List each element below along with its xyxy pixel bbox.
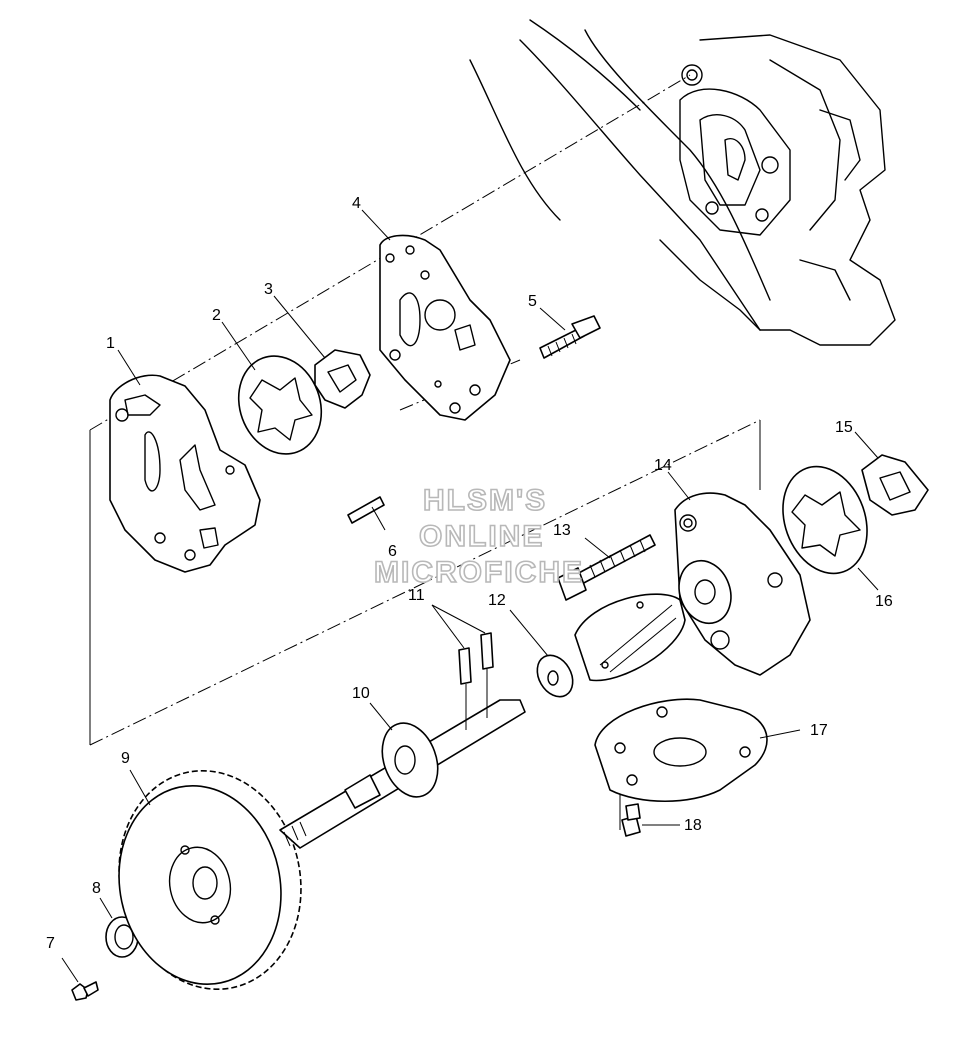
part-9-drive-gear [118,769,302,991]
callout-2: 2 [212,307,221,324]
callout-1: 1 [106,335,115,352]
part-2-outer-rotor [237,355,323,455]
callout-15: 15 [835,419,853,436]
part-10-shaft [279,699,526,849]
callout-18: 18 [684,817,702,834]
part-7-bolt [71,981,99,1001]
watermark-line-2: ONLINE [419,520,544,553]
callout-9: 9 [121,750,130,767]
callout-14: 14 [654,457,672,474]
watermark-line-3: MICROFICHE [374,556,584,589]
engine-case [469,19,896,346]
watermark-line-1: HLSM'S [423,484,547,517]
part-5-screw [539,315,601,359]
callout-16: 16 [875,593,893,610]
callout-4: 4 [352,195,361,212]
callout-leaders [61,209,879,983]
part-14-pump-body [574,492,811,682]
part-12-washer [536,654,574,698]
callout-11: 11 [408,587,425,604]
part-3-inner-rotor [314,349,371,409]
callout-3: 3 [264,281,273,298]
callout-numbers: 1 2 3 4 5 6 7 8 9 10 11 12 13 14 15 16 1… [46,195,893,952]
callout-10: 10 [352,685,370,702]
watermark: HLSM'S ONLINE MICROFICHE [373,483,584,590]
part-18-screw [621,803,641,837]
callout-17: 17 [810,722,828,739]
callout-8: 8 [92,880,101,897]
callout-12: 12 [488,592,506,609]
part-17-cover-plate [594,698,768,802]
callout-7: 7 [46,935,55,952]
part-6-pin [347,496,385,524]
callout-6: 6 [388,543,397,560]
callout-13: 13 [553,522,571,539]
part-4-cover-plate [379,234,511,421]
callout-5: 5 [528,293,537,310]
part-1-pump-body [109,374,261,573]
part-11-pins [458,632,494,730]
part-13-long-screw [557,534,656,601]
part-15-inner-rotor [861,454,929,516]
part-16-outer-rotor [782,465,868,575]
